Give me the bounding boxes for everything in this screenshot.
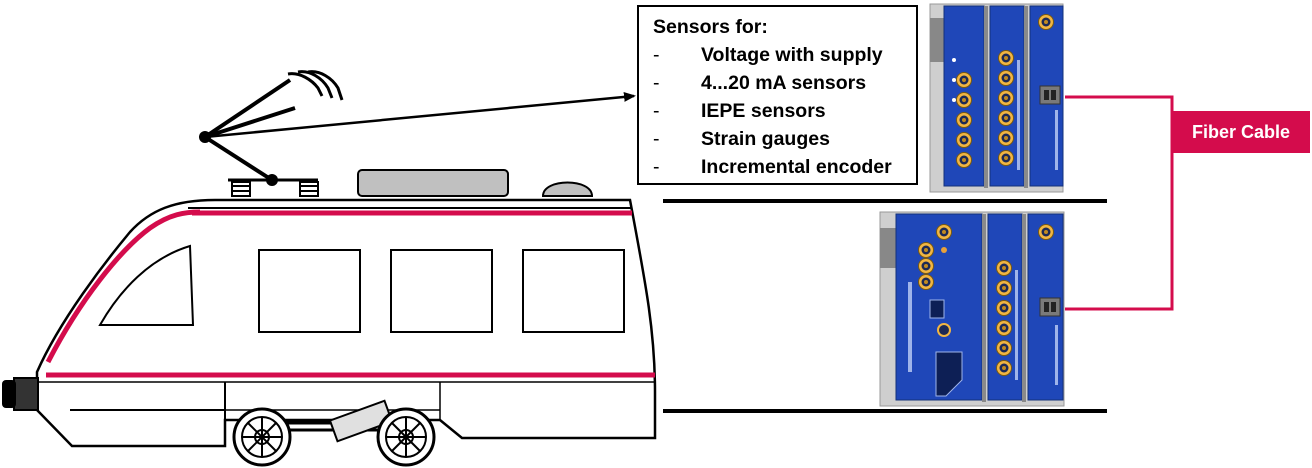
list-bullet: - [653, 156, 660, 178]
list-bullet: - [653, 44, 660, 66]
sensor-list-item: - IEPE sensors [653, 97, 906, 125]
sensor-list: -Voltage with supply -4...20 mA sensors … [653, 41, 906, 181]
sensor-label: 4...20 mA sensors [701, 72, 867, 94]
sensor-list-item: - Voltage with supply [653, 41, 906, 69]
wheel-icon [376, 407, 436, 467]
daq-module-stack-icon [879, 211, 1065, 407]
coupler [13, 377, 39, 411]
side-window [390, 249, 493, 333]
wheel-icon [232, 407, 292, 467]
list-bullet: - [653, 128, 660, 150]
pantograph-icon [199, 70, 344, 197]
sensor-list-item: - Incremental encoder [653, 153, 906, 181]
sensor-callout-box: Sensors for: - Voltage with supply - 4...2… [637, 5, 918, 185]
fiber-cable-line [1065, 95, 1174, 311]
train-icon [2, 70, 657, 467]
sensor-label: Strain gauges [701, 128, 830, 150]
front-window [98, 244, 195, 326]
sensor-label: IEPE sensors [701, 100, 826, 122]
roof-equipment [357, 169, 509, 197]
list-bullet: - [653, 72, 660, 94]
sensor-label: Incremental encoder [701, 156, 892, 178]
bogie [232, 399, 436, 467]
sensor-label: Voltage with supply [701, 44, 883, 66]
roof-dome [541, 181, 594, 197]
sensor-list-item: - 4...20 mA sensors [653, 69, 906, 97]
side-window [258, 249, 361, 333]
daq-module-stack-icon [929, 3, 1064, 193]
list-bullet: - [653, 100, 660, 122]
side-window [522, 249, 625, 333]
sensor-list-item: - Strain gauges [653, 125, 906, 153]
sensor-box-title: Sensors for: [653, 16, 768, 38]
fiber-cable-label: Fiber Cable [1172, 111, 1310, 153]
arrow-icon [204, 91, 636, 139]
nose-stripe [45, 209, 201, 364]
